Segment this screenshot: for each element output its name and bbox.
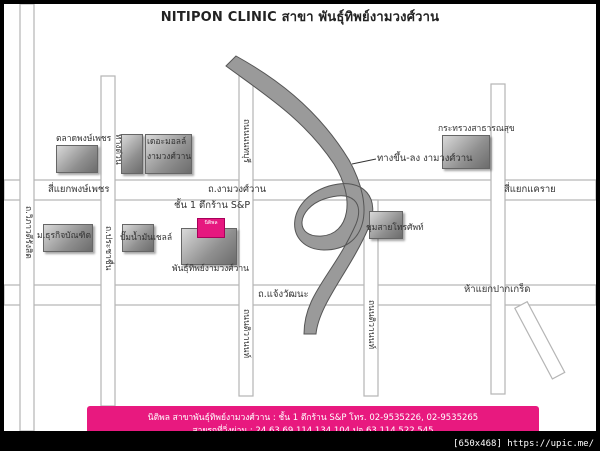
building-telephone — [369, 211, 403, 239]
contact-banner: นิติพล สาขาพันธุ์ทิพย์งามวงศ์วาน : ชั้น … — [87, 406, 539, 431]
road-ngamwongwan — [4, 179, 596, 201]
label-tiwanon-1: ถนนติวานนท์ — [241, 309, 251, 359]
label-tiwanon-2: ถนนติวานนท์ — [366, 300, 376, 350]
label-kae-rai: สี่แยกแคราย — [504, 184, 556, 195]
map-title: NITIPON CLINIC สาขา พันธุ์ทิพย์งามวงศ์วา… — [160, 10, 440, 25]
building-ministry — [442, 135, 490, 169]
label-phongphet-intersection: สี่แยกพงษ์เพชร — [48, 184, 110, 195]
map-canvas: NITIPON CLINIC สาขา พันธุ์ทิพย์งามวงศ์วา… — [4, 4, 596, 431]
road-vibhavadi — [19, 4, 35, 431]
label-ramp: ทางขึ้น-ลง งามวงศ์วาน — [377, 153, 473, 164]
expressway-curve — [225, 55, 374, 335]
label-the-mall-2: งามวงศ์วาน — [147, 152, 192, 162]
building-university — [43, 224, 93, 252]
building-phongphet-market — [56, 145, 98, 173]
label-ngamwongwan-road: ถ.งามวงศ์วาน — [208, 184, 267, 195]
label-university: ม.ธุรกิจบัณฑิต — [37, 231, 92, 241]
label-vibhavadi: ถ.วิภาวดีรังสิต — [23, 206, 33, 259]
clinic-badge-text: นิติพล — [204, 220, 218, 226]
label-gas-station: ปั๊มน้ำมันเชลล์ — [120, 233, 173, 243]
clinic-marker: นิติพล — [197, 218, 225, 238]
road-tiwanon-east — [490, 83, 506, 395]
road-network — [4, 4, 596, 431]
banner-line-address: นิติพล สาขาพันธุ์ทิพย์งามวงศ์วาน : ชั้น … — [147, 413, 479, 423]
road-chaengwattana — [4, 284, 596, 306]
building-gas-station — [122, 224, 154, 252]
label-phongphet-market: ตลาดพงษ์เพชร — [56, 134, 112, 144]
label-expressway: ทางด่วน — [113, 134, 123, 165]
building-the-mall — [145, 134, 192, 174]
image-host-footer[interactable]: [650x468] https://upic.me/ — [453, 439, 594, 449]
label-pantip: พันธุ์ทิพย์งามวงศ์วาน — [172, 264, 249, 274]
label-the-mall: เดอะมอลล์ — [147, 137, 187, 147]
banner-line-bus: สายรถที่วิ่งผ่าน : 24,63,69,114,134,104 … — [192, 426, 434, 431]
road-pakkret-spur — [514, 300, 566, 380]
label-clinic-floor: ชั้น 1 ตึกร้าน S&P — [174, 200, 251, 211]
label-nonthaburi: ถนนนนทบุรี — [241, 119, 251, 163]
ramp-leader — [351, 158, 377, 165]
label-ministry: กระทรวงสาธารณสุข — [438, 124, 515, 134]
building-small-west — [121, 134, 143, 174]
label-prachachuen: ถ.ประชาชื่น — [103, 226, 113, 271]
label-pak-kret: ห้าแยกปากเกร็ด — [464, 284, 531, 295]
label-chaengwattana-road: ถ.แจ้งวัฒนะ — [258, 289, 309, 300]
label-telephone: ชุมสายโทรศัพท์ — [366, 223, 424, 233]
